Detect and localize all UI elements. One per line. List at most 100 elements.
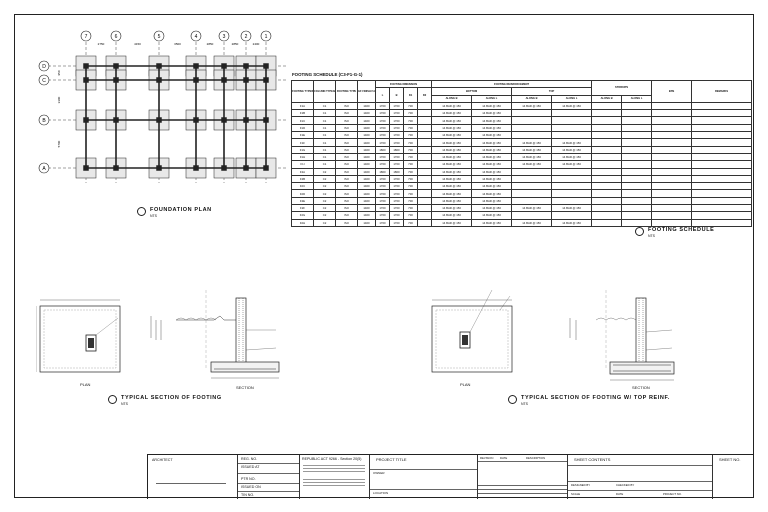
foundation-plan-title-marker <box>137 207 146 216</box>
table-cell: C1 <box>313 138 336 147</box>
table-cell-empty <box>691 131 753 140</box>
table-cell: F1C <box>291 116 314 125</box>
table-cell: 14 BAR @ 150 <box>431 152 473 162</box>
table-cell: 1700 <box>375 116 390 125</box>
tb-location: LOCATION <box>373 491 389 495</box>
table-cell: 1700 <box>375 160 390 169</box>
col-footing-mark: FOOTING TYPE/MARK <box>291 80 314 103</box>
grid-bubble-label: 1 <box>265 34 268 40</box>
table-cell: 14 BAR @ 150 <box>511 160 553 169</box>
tb-sheet-contents: SHEET CONTENTS <box>574 457 611 462</box>
col-bottom: BOTTOM <box>431 87 513 96</box>
table-cell <box>511 167 553 176</box>
tb-designed-by: DESIGNED BY <box>571 483 591 487</box>
tb-ra-cell: REPUBLIC ACT 9266 - Section 20(5) <box>299 455 369 499</box>
grid-bubble-label: 5 <box>158 34 161 40</box>
table-cell <box>551 174 593 184</box>
section1-plan-label: PLAN <box>80 382 91 387</box>
table-cell: F2A <box>291 167 314 176</box>
table-cell: 14 BAR @ 150 <box>511 152 553 162</box>
table-cell-empty <box>691 116 753 125</box>
table-cell: ISO <box>335 123 358 133</box>
table-cell-empty <box>591 101 623 111</box>
table-cell: 700 <box>403 182 418 191</box>
section1-section-label: SECTION <box>236 385 254 390</box>
tb-owner: OWNER <box>373 471 385 475</box>
table-cell: 1700 <box>389 196 404 206</box>
tb-ra-text-1 <box>303 465 365 466</box>
grid-bubble <box>110 30 122 42</box>
table-cell: ISO <box>335 204 358 213</box>
table-cell-empty <box>621 196 653 206</box>
col-gf-finish: GF FINISH F.G.L <box>357 80 376 103</box>
table-cell-empty <box>591 218 623 227</box>
table-cell-empty <box>621 174 653 184</box>
col-remarks: REMARKS <box>691 80 753 103</box>
table-cell: F2G <box>291 211 314 220</box>
table-cell-empty <box>591 109 623 118</box>
table-cell: 700 <box>403 131 418 140</box>
table-cell-empty <box>621 101 653 111</box>
table-cell <box>416 123 433 133</box>
table-cell-empty <box>691 218 753 227</box>
table-cell: F2E <box>291 196 314 206</box>
footing-schedule-scale: NTS <box>648 234 655 238</box>
table-cell: 14 BAR @ 150 <box>471 101 513 111</box>
dimension-label: 950 <box>57 70 61 75</box>
dimension-label: 2400 <box>253 42 260 46</box>
col-stirrup-along-l: ALONG L <box>621 94 653 103</box>
table-cell-empty <box>621 218 653 227</box>
typical-section-top-reinf-drawing <box>431 290 675 381</box>
table-cell <box>416 182 433 191</box>
table-cell-empty <box>591 160 623 169</box>
col-top: TOP <box>511 87 593 96</box>
grid-bubble-label: 6 <box>115 34 118 40</box>
table-cell: 14 BAR @ 150 <box>511 218 553 227</box>
table-cell: 1400 <box>357 182 376 191</box>
table-cell: 14 BAR @ 150 <box>471 218 513 227</box>
table-cell-empty <box>621 116 653 125</box>
schedule-caption: FOOTING SCHEDULE (C3-F1-G-1) <box>292 72 363 77</box>
table-cell-empty <box>651 160 693 169</box>
grid-bubble-label: 3 <box>223 34 226 40</box>
table-cell-empty <box>621 145 653 154</box>
table-cell: 700 <box>403 123 418 133</box>
table-cell: F1D <box>291 123 314 133</box>
table-cell-empty <box>591 145 623 154</box>
typical-section-scale: NTS <box>121 402 128 406</box>
table-cell: 14 BAR @ 150 <box>511 101 553 111</box>
tb-contents-cell: SHEET CONTENTS DESIGNED BY CHECKED BY SC… <box>567 455 713 499</box>
table-cell-empty <box>651 196 693 206</box>
table-cell-empty <box>621 152 653 162</box>
table-cell: C2 <box>313 218 336 227</box>
table-cell: C2 <box>313 211 336 220</box>
table-cell: 14 BAR @ 150 <box>551 204 593 213</box>
table-cell <box>416 218 433 227</box>
table-cell: 700 <box>403 174 418 184</box>
tb-reg-cell: REG. NO. ISSUED AT PTR NO. ISSUED ON TIN… <box>237 455 300 499</box>
table-cell: 1800 <box>389 167 404 176</box>
grid-bubble-label: A <box>42 166 46 172</box>
table-cell: F1H <box>291 152 314 162</box>
table-cell: 700 <box>403 204 418 213</box>
table-cell: 700 <box>403 189 418 198</box>
table-cell <box>551 196 593 206</box>
table-cell: 1700 <box>375 101 390 111</box>
table-cell <box>416 160 433 169</box>
table-cell <box>511 174 553 184</box>
table-cell: 14 BAR @ 150 <box>471 131 513 140</box>
table-cell: 14 BAR @ 150 <box>431 160 473 169</box>
table-cell: ISO <box>335 211 358 220</box>
table-cell-empty <box>591 204 623 213</box>
table-cell: C2 <box>313 189 336 198</box>
table-cell: 1700 <box>375 109 390 118</box>
table-cell: 1700 <box>389 101 404 111</box>
table-cell-empty <box>621 182 653 191</box>
table-cell <box>416 116 433 125</box>
